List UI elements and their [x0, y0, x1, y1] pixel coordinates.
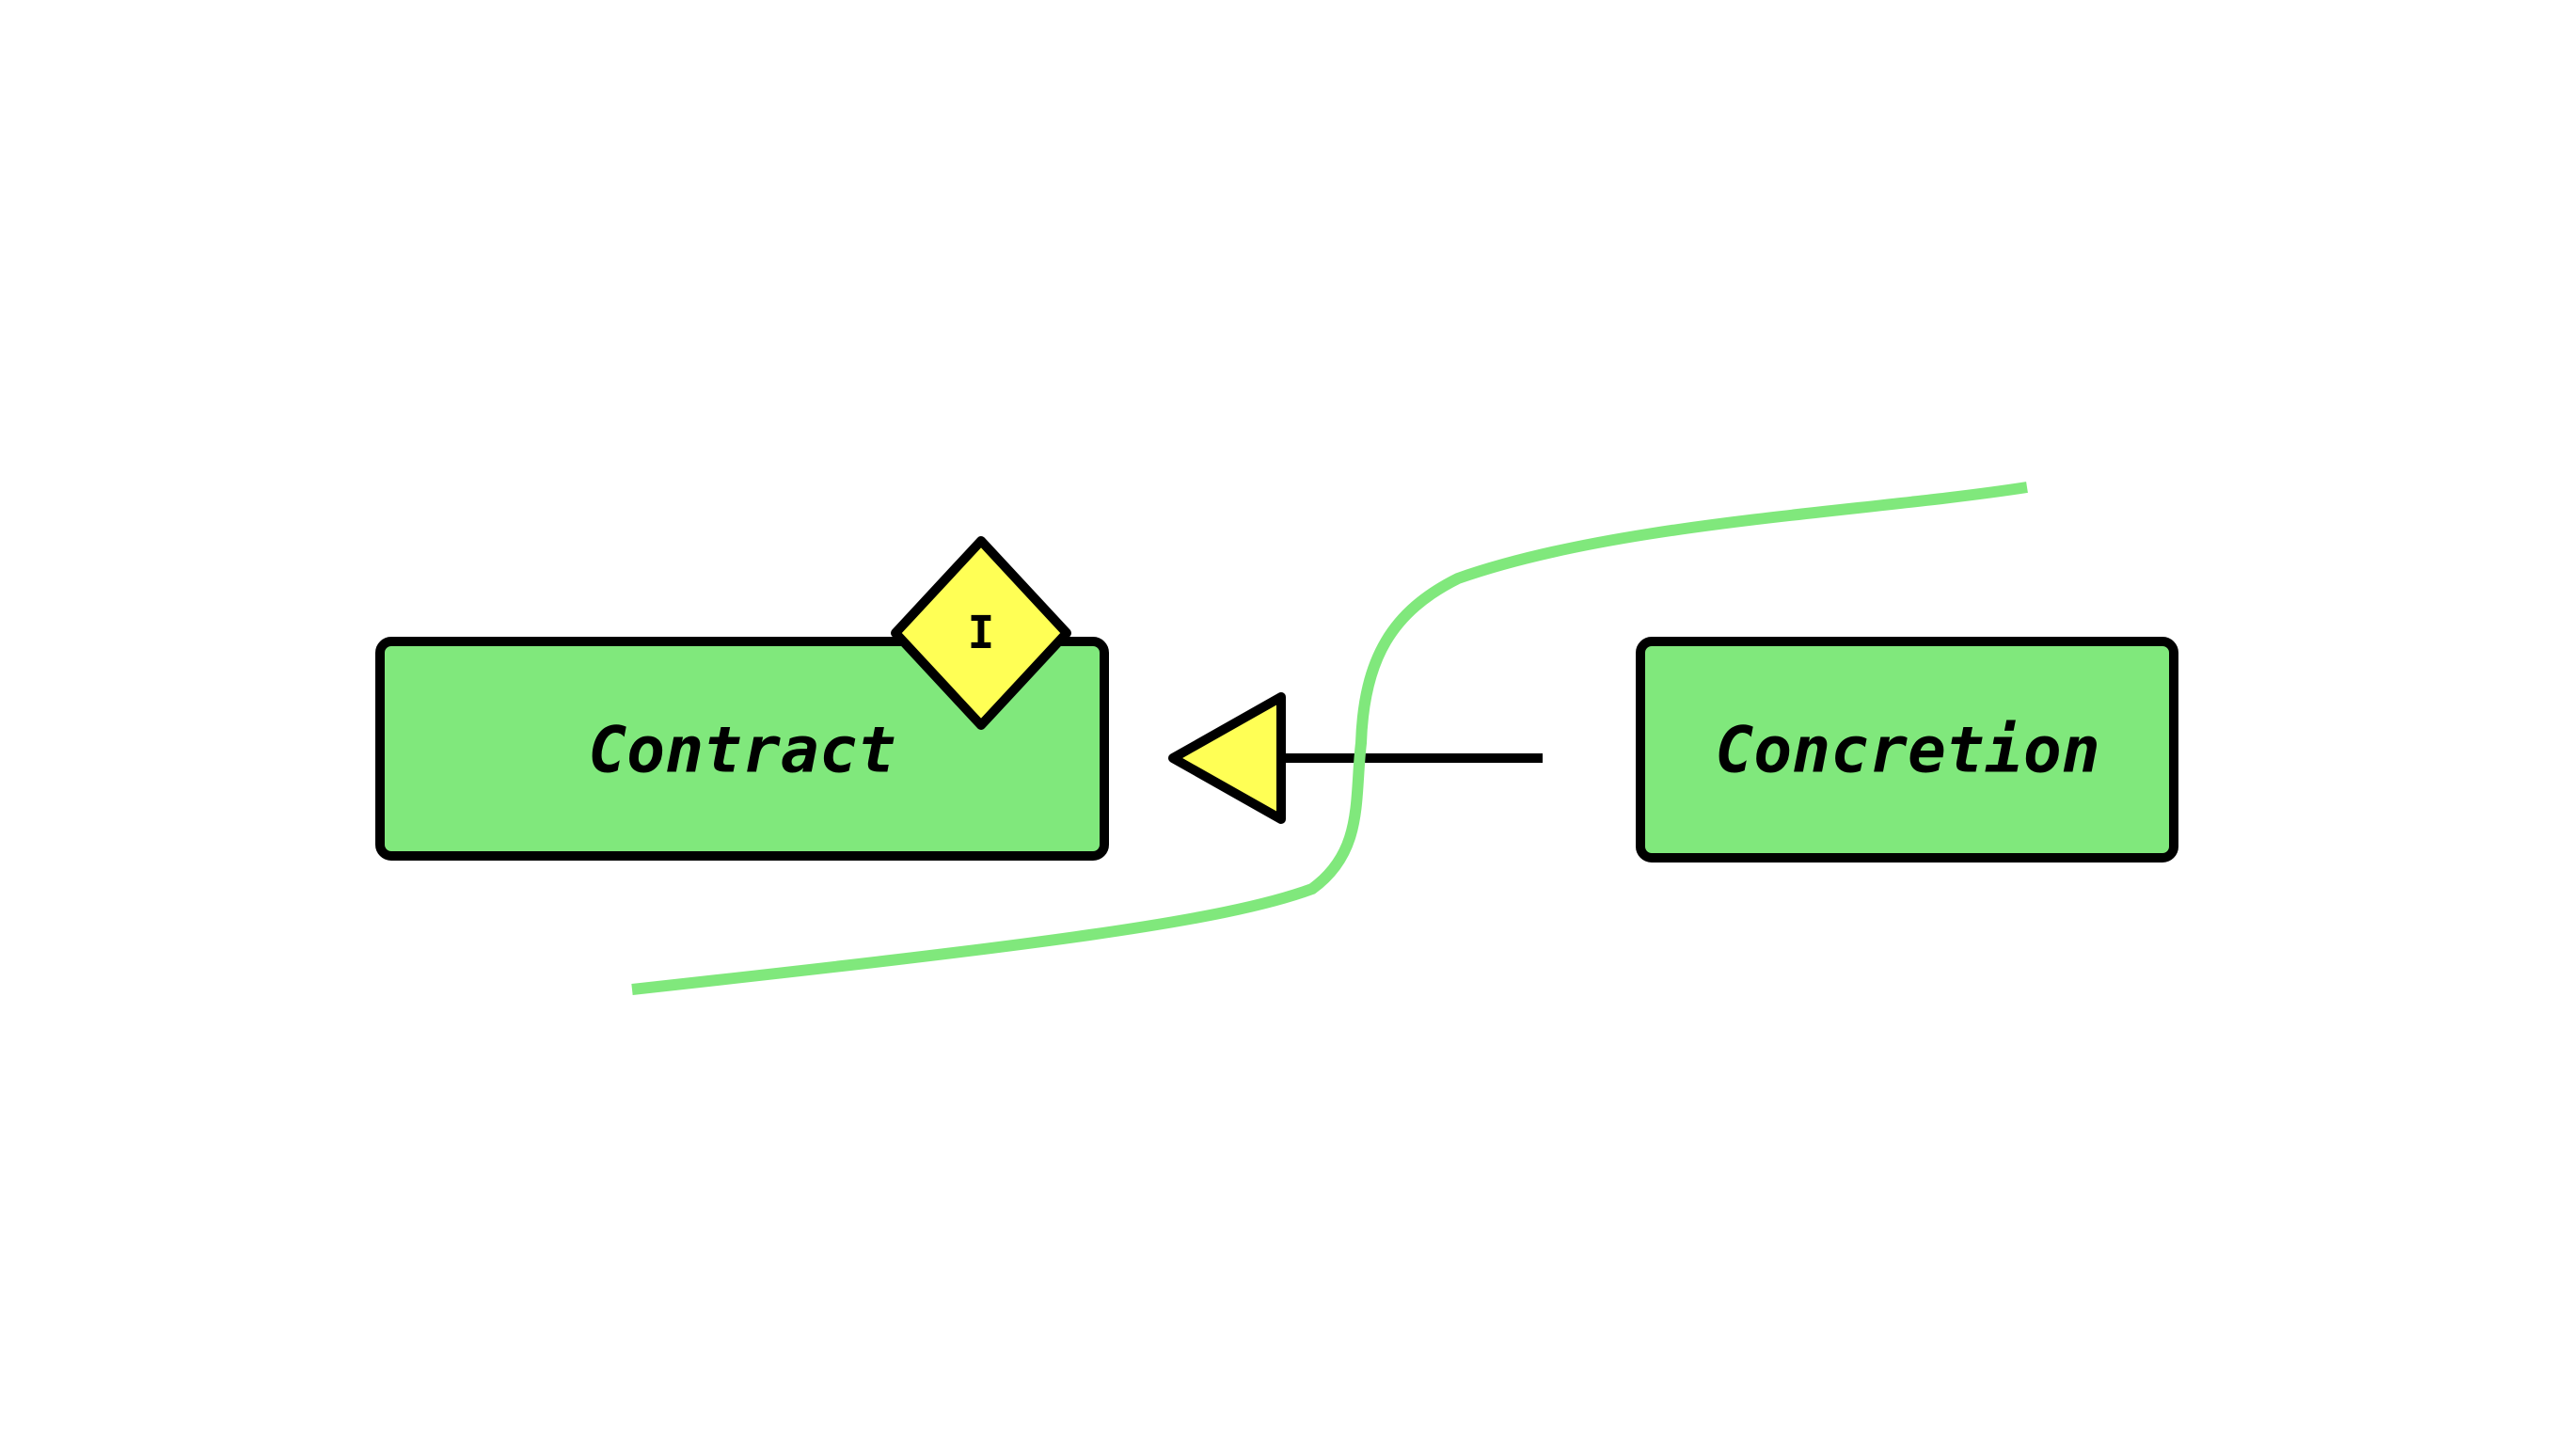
concretion-node[interactable]: Concretion	[1636, 637, 2178, 863]
contract-node[interactable]: Contract	[375, 637, 1109, 861]
contract-box	[375, 637, 1109, 861]
concretion-box	[1636, 637, 2178, 863]
interface-badge: I	[891, 536, 1071, 730]
interface-badge-letter: I	[968, 607, 995, 659]
guide-curve	[631, 482, 2028, 995]
concretion-label: Concretion	[1715, 714, 2099, 788]
realization-arrowhead	[1168, 692, 1286, 824]
interface-badge-diamond	[891, 536, 1071, 730]
contract-label: Contract	[588, 714, 896, 788]
